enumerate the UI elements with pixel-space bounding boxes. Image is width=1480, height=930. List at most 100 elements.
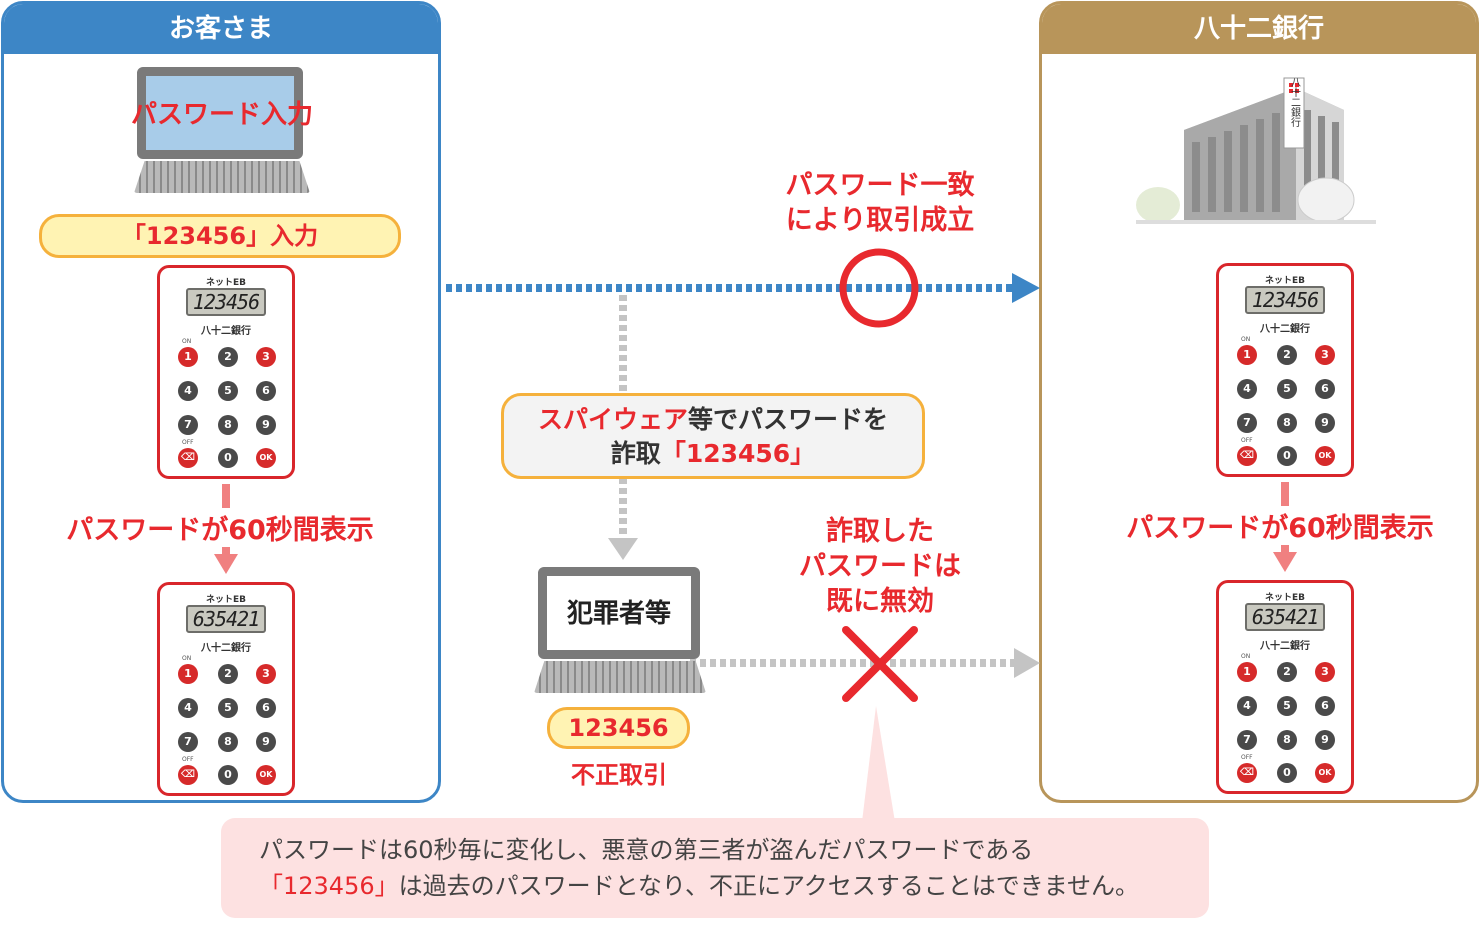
spyware-line-2-prefix: 詐取 (610, 439, 661, 468)
invalid-text: 詐取した パスワードは 既に無効 (770, 514, 990, 619)
key-8: 8 (218, 732, 238, 752)
on-label: ON (182, 655, 192, 662)
key-1: 1 (178, 664, 198, 684)
key-7: 7 (1237, 730, 1257, 750)
match-line-2: により取引成立 (785, 205, 975, 236)
invalid-line-3: 既に無効 (826, 586, 934, 617)
key-6: 6 (1315, 696, 1335, 716)
customer-panel-title: お客さま (4, 4, 438, 54)
key-5: 5 (1277, 696, 1297, 716)
key-4: 4 (178, 698, 198, 718)
key-7: 7 (178, 415, 198, 435)
backspace-icon: ⌫ (1237, 446, 1257, 466)
spyware-line-2: 詐取「123456」 (504, 437, 922, 471)
laptop-keyboard (134, 161, 310, 193)
key-8: 8 (1277, 413, 1297, 433)
key-1: 1 (1237, 662, 1257, 682)
note-line-2: 「123456」は過去のパスワードとなり、不正にアクセスすることはできません。 (259, 868, 1209, 904)
off-label: OFF (182, 439, 194, 446)
key-3: 3 (256, 664, 276, 684)
on-label: ON (182, 338, 192, 345)
customer-display-note: パスワードが60秒間表示 (40, 508, 400, 547)
laptop-screen (538, 567, 700, 659)
success-circle-icon (839, 248, 919, 328)
arrow-down-icon (608, 538, 638, 560)
key-2: 2 (218, 664, 238, 684)
key-9: 9 (1315, 730, 1335, 750)
spyware-line-1-rest: 等でパスワードを (688, 405, 889, 434)
key-3: 3 (256, 347, 276, 367)
key-2: 2 (1277, 345, 1297, 365)
input-pill: 「123456」入力 (39, 214, 401, 258)
password-input-label: パスワード入力 (130, 100, 313, 130)
key-6: 6 (1315, 379, 1335, 399)
criminal-label: 犯罪者等 (566, 599, 671, 629)
key-3: 3 (1315, 345, 1335, 365)
token-device: ネットEB 123456 八十二銀行 ON 1 2 3 4 5 6 7 8 9 … (1216, 263, 1354, 477)
token-display: 635421 (186, 605, 266, 633)
arrow-right-icon (1012, 273, 1040, 303)
key-0: 0 (1277, 446, 1297, 466)
key-9: 9 (256, 732, 276, 752)
backspace-icon: ⌫ (178, 448, 198, 468)
token-brand: ネットEB (205, 278, 246, 288)
key-5: 5 (218, 381, 238, 401)
key-ok: OK (1315, 763, 1335, 783)
key-2: 2 (218, 347, 238, 367)
bank-display-note: パスワードが60秒間表示 (1100, 506, 1460, 545)
key-ok: OK (1315, 446, 1335, 466)
key-5: 5 (218, 698, 238, 718)
arrow-right-icon (1014, 648, 1040, 678)
token-display: 635421 (1245, 603, 1325, 631)
off-label: OFF (1241, 754, 1253, 761)
key-7: 7 (178, 732, 198, 752)
match-line-1: パスワード一致 (785, 170, 975, 201)
on-label: ON (1241, 336, 1251, 343)
criminal-pill: 123456 (547, 707, 690, 749)
explanation-note: パスワードは60秒毎に変化し、悪意の第三者が盗んだパスワードである 「12345… (221, 818, 1209, 918)
key-8: 8 (218, 415, 238, 435)
cross-icon (842, 626, 918, 702)
customer-laptop (134, 67, 310, 197)
token-bank-name: 八十二銀行 (201, 326, 251, 337)
laptop-screen (137, 67, 303, 159)
key-0: 0 (218, 765, 238, 785)
token-display: 123456 (1245, 286, 1325, 314)
invalid-line-1: 詐取した (826, 516, 934, 547)
key-3: 3 (1315, 662, 1335, 682)
key-4: 4 (1237, 379, 1257, 399)
note-pointer (862, 706, 895, 822)
spyware-code: 「123456」 (660, 439, 816, 468)
key-ok: OK (256, 448, 276, 468)
token-bank-name: 八十二銀行 (201, 643, 251, 654)
key-8: 8 (1277, 730, 1297, 750)
key-0: 0 (1277, 763, 1297, 783)
token-device: ネットEB 123456 八十二銀行 ON 1 2 3 4 5 6 7 8 9 … (157, 265, 295, 479)
off-label: OFF (182, 756, 194, 763)
spyware-callout: スパイウェア等でパスワードを 詐取「123456」 (501, 393, 925, 479)
key-4: 4 (178, 381, 198, 401)
token-bank-name: 八十二銀行 (1260, 641, 1310, 652)
note-line-2-rest: は過去のパスワードとなり、不正にアクセスすることはできません。 (398, 872, 1140, 900)
key-4: 4 (1237, 696, 1257, 716)
key-1: 1 (178, 347, 198, 367)
key-2: 2 (1277, 662, 1297, 682)
token-device: ネットEB 635421 八十二銀行 ON 1 2 3 4 5 6 7 8 9 … (1216, 580, 1354, 794)
criminal-laptop (534, 567, 706, 697)
off-label: OFF (1241, 437, 1253, 444)
laptop-keyboard (534, 661, 706, 693)
key-1: 1 (1237, 345, 1257, 365)
key-0: 0 (218, 448, 238, 468)
spyware-line-1: スパイウェア等でパスワードを (504, 403, 922, 437)
on-label: ON (1241, 653, 1251, 660)
key-6: 6 (256, 698, 276, 718)
token-brand: ネットEB (205, 595, 246, 605)
key-ok: OK (256, 765, 276, 785)
key-9: 9 (1315, 413, 1335, 433)
backspace-icon: ⌫ (178, 765, 198, 785)
note-line-1: パスワードは60秒毎に変化し、悪意の第三者が盗んだパスワードである (259, 836, 1034, 864)
key-6: 6 (256, 381, 276, 401)
backspace-icon: ⌫ (1237, 763, 1257, 783)
bank-building-icon: 八十二銀行 (1136, 77, 1376, 224)
